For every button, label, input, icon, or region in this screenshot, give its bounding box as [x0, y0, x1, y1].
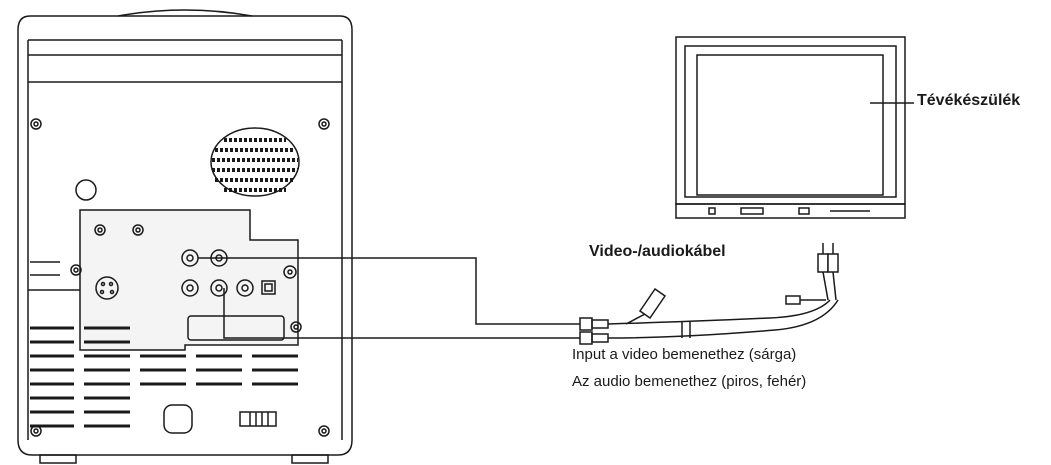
television — [675, 36, 914, 219]
cable-label: Video-/audiokábel — [589, 243, 726, 260]
video-input-label: Input a video bemenethez (sárga) — [572, 346, 797, 363]
stereo-unit — [17, 9, 353, 464]
vent-slots — [30, 326, 298, 428]
s-video-connector — [95, 276, 119, 300]
speaker-grille — [210, 127, 300, 197]
cable-routes — [198, 257, 580, 339]
rca-jacks — [181, 249, 297, 297]
tv-label: Tévékészülék — [917, 92, 1021, 109]
audio-input-label: Az audio bemenethez (piros, fehér) — [572, 373, 807, 390]
av-cable — [579, 243, 839, 345]
